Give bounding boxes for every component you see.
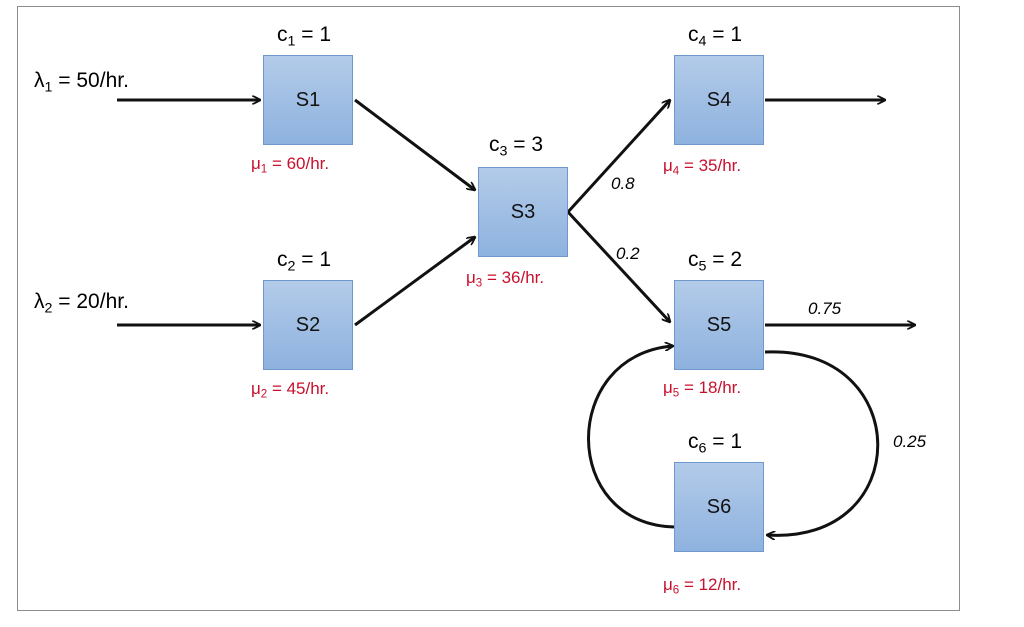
station-s5-label: S5	[706, 313, 732, 336]
prob-s3-to-s5: 0.2	[616, 244, 640, 263]
service-rate-s5: μ5 = 18/hr.	[663, 378, 742, 400]
servers-s5: c5 = 2	[688, 248, 743, 275]
service-rate-s2: μ2 = 45/hr.	[251, 379, 330, 401]
s6-to-s5-arrow	[587, 346, 676, 529]
station-s6-label: S6	[706, 495, 732, 518]
prob-s5-exit: 0.75	[808, 299, 842, 318]
station-s5: S5	[674, 280, 764, 370]
service-rate-s6: μ6 = 12/hr.	[663, 575, 742, 597]
arrival-rate-1: λ1 = 50/hr.	[34, 69, 129, 96]
station-s2: S2	[263, 280, 353, 370]
station-s1-label: S1	[295, 88, 321, 111]
s3-to-s4-arrow	[566, 100, 670, 214]
servers-s6: c6 = 1	[688, 430, 743, 457]
servers-s1: c1 = 1	[277, 23, 332, 50]
diagram-frame	[17, 6, 960, 611]
station-s2-label: S2	[295, 313, 321, 336]
station-s3: S3	[478, 167, 568, 257]
arrival-rate-2: λ2 = 20/hr.	[34, 290, 129, 317]
service-rate-s3: μ3 = 36/hr.	[466, 268, 545, 290]
service-rate-s4: μ4 = 35/hr.	[663, 156, 742, 178]
s5-to-s6-arrow	[764, 350, 880, 536]
s2-to-s3-arrow	[354, 237, 475, 327]
station-s4: S4	[674, 55, 764, 145]
station-s4-label: S4	[706, 88, 732, 111]
service-rate-s1: μ1 = 60/hr.	[251, 154, 330, 176]
prob-s3-to-s4: 0.8	[611, 174, 635, 193]
s1-to-s3-arrow	[354, 98, 475, 190]
s3-to-s5-arrow	[566, 210, 670, 322]
servers-s4: c4 = 1	[688, 23, 743, 50]
station-s1: S1	[263, 55, 353, 145]
station-s3-label: S3	[510, 200, 536, 223]
servers-s2: c2 = 1	[277, 248, 332, 275]
prob-s5-to-s6: 0.25	[893, 432, 927, 451]
servers-s3: c3 = 3	[489, 133, 544, 160]
station-s6: S6	[674, 462, 764, 552]
